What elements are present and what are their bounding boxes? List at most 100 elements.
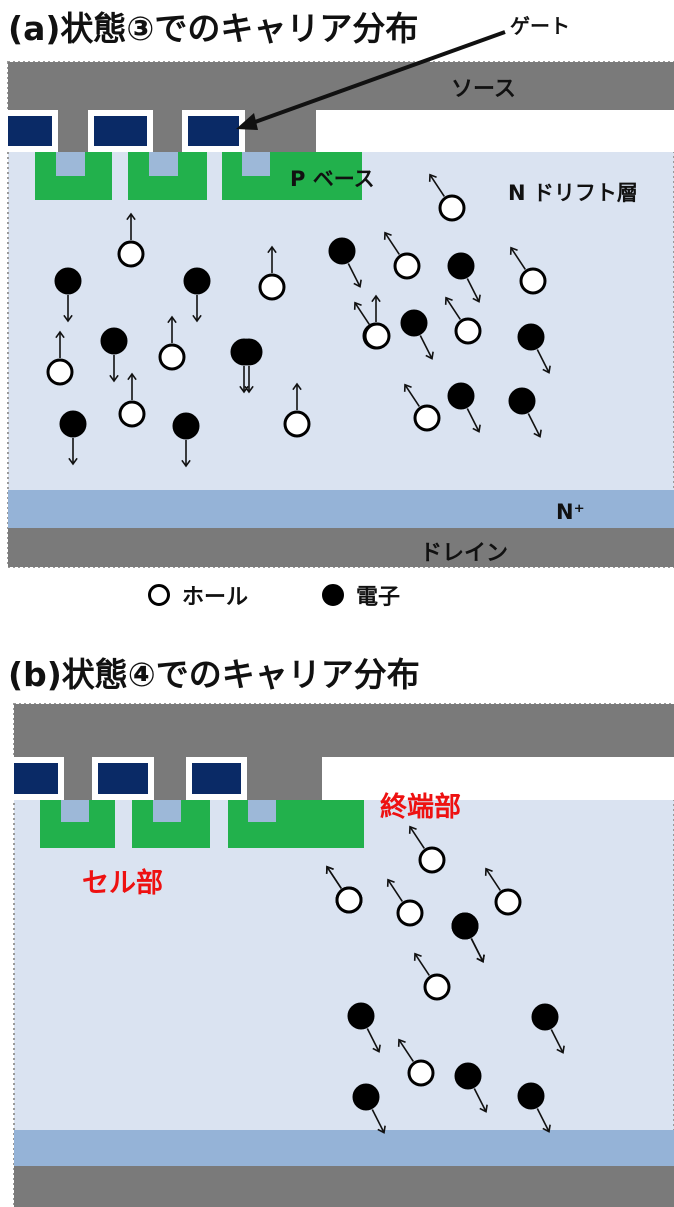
carrier-arrow [371, 1109, 385, 1133]
carrier-arrow [366, 1028, 380, 1052]
open-termination-area [316, 110, 674, 152]
carrier-arrowhead [239, 385, 249, 394]
carrier-arrowhead [353, 279, 362, 288]
gate-electrodes [14, 763, 241, 794]
carrier-arrow [485, 868, 501, 891]
carrier-arrowhead [484, 867, 493, 876]
hole-carrier [423, 973, 451, 1001]
cell-label: セル部 [82, 867, 163, 899]
carrier-arrowhead [192, 314, 202, 323]
p-base-label: P ベース [290, 167, 375, 191]
p-base-regions [40, 800, 364, 848]
carrier-arrowhead [542, 365, 551, 374]
open-termination-area [322, 757, 674, 800]
carrier-arrowhead [325, 865, 334, 874]
gate-electrode [94, 116, 147, 146]
carrier-arrowhead [413, 952, 422, 961]
panel-a-title: (a)状態③でのキャリア分布 [8, 9, 419, 48]
electron-carrier [100, 327, 128, 355]
carrier-arrowhead [63, 314, 73, 323]
legend: ホール 電子 [148, 578, 400, 612]
carrier-arrow [550, 1029, 564, 1053]
carrier-arrowhead [542, 1124, 551, 1133]
carrier-arrowhead [371, 294, 381, 303]
electron-carrier [183, 267, 211, 295]
hole-carrier [438, 194, 466, 222]
carrier-arrowhead [533, 429, 542, 438]
n-plus-layer [8, 490, 674, 528]
carriers-b [325, 825, 565, 1134]
gate-electrode [192, 763, 241, 794]
gate-pointer-arrowhead [236, 113, 258, 130]
carrier-arrowhead [383, 231, 392, 240]
carriers-a [46, 173, 551, 468]
carrier-arrowhead [167, 315, 177, 324]
carrier-arrowhead [472, 294, 481, 303]
carrier-arrowhead [126, 212, 136, 221]
carrier-arrow [409, 826, 425, 849]
electron-carrier [454, 1062, 482, 1090]
hole-carrier [393, 252, 421, 280]
hole-legend-icon [148, 584, 170, 606]
carrier-arrow [536, 1108, 550, 1132]
carrier-arrow [419, 335, 433, 359]
carrier-arrowhead [476, 954, 485, 963]
source-label: ソース [451, 77, 516, 102]
electron-carrier [230, 338, 258, 366]
carrier-arrow [429, 174, 445, 197]
hole-carrier [335, 886, 363, 914]
hole-carrier [519, 267, 547, 295]
hole-carrier [158, 343, 186, 371]
electron-carrier [352, 1083, 380, 1111]
carrier-arrow [404, 384, 420, 407]
hole-carrier [46, 358, 74, 386]
carrier-arrowhead [127, 372, 137, 381]
hole-carrier [396, 899, 424, 927]
electron-carrier [447, 252, 475, 280]
carrier-arrow [326, 866, 342, 889]
electron-carrier [54, 267, 82, 295]
hole-carrier [118, 400, 146, 428]
termination-label: 終端部 [380, 791, 461, 823]
n-plus-source [248, 800, 276, 822]
gate-electrode [8, 116, 52, 146]
carrier-arrowhead [292, 382, 302, 391]
drain-label: ドレイン [420, 541, 508, 566]
device-diagram-b: 終端部 セル部 [8, 703, 674, 1207]
gate-electrode [98, 763, 148, 794]
hole-carrier [283, 410, 311, 438]
n-plus-source [56, 152, 85, 176]
panel-b-title: (b)状態④でのキャリア分布 [8, 655, 420, 694]
carrier-arrowhead [397, 1038, 406, 1047]
carrier-arrowhead [472, 424, 481, 433]
carrier-arrow [470, 938, 484, 962]
n-plus-source [149, 152, 178, 176]
n-plus-label: N⁺ [556, 500, 585, 524]
carrier-arrowhead [556, 1045, 565, 1054]
electron-carrier [451, 912, 479, 940]
carrier-arrow [445, 297, 461, 320]
hole-carrier [407, 1059, 435, 1087]
drain-electrode [8, 528, 674, 567]
electron-carrier [517, 1082, 545, 1110]
carrier-arrowhead [425, 351, 434, 360]
carrier-arrowhead [509, 246, 518, 255]
carrier-arrowhead [267, 245, 277, 254]
carrier-arrow [536, 349, 550, 373]
electron-carrier [531, 1003, 559, 1031]
legend-electron-label: 電子 [356, 585, 401, 610]
hole-carrier [494, 888, 522, 916]
n-drift-label: N ドリフト層 [508, 181, 638, 205]
gate-electrode [188, 116, 239, 146]
legend-hole-label: ホール [182, 585, 249, 610]
carrier-arrowhead [68, 457, 78, 466]
hole-carrier [413, 404, 441, 432]
carrier-arrowhead [386, 878, 395, 887]
gate-pointer-line [243, 30, 506, 128]
hole-carrier [454, 317, 482, 345]
carrier-arrow [398, 1039, 414, 1062]
carrier-arrowhead [55, 330, 65, 339]
carrier-arrow [387, 879, 403, 902]
p-base-regions [35, 152, 362, 200]
hole-carrier [418, 846, 446, 874]
